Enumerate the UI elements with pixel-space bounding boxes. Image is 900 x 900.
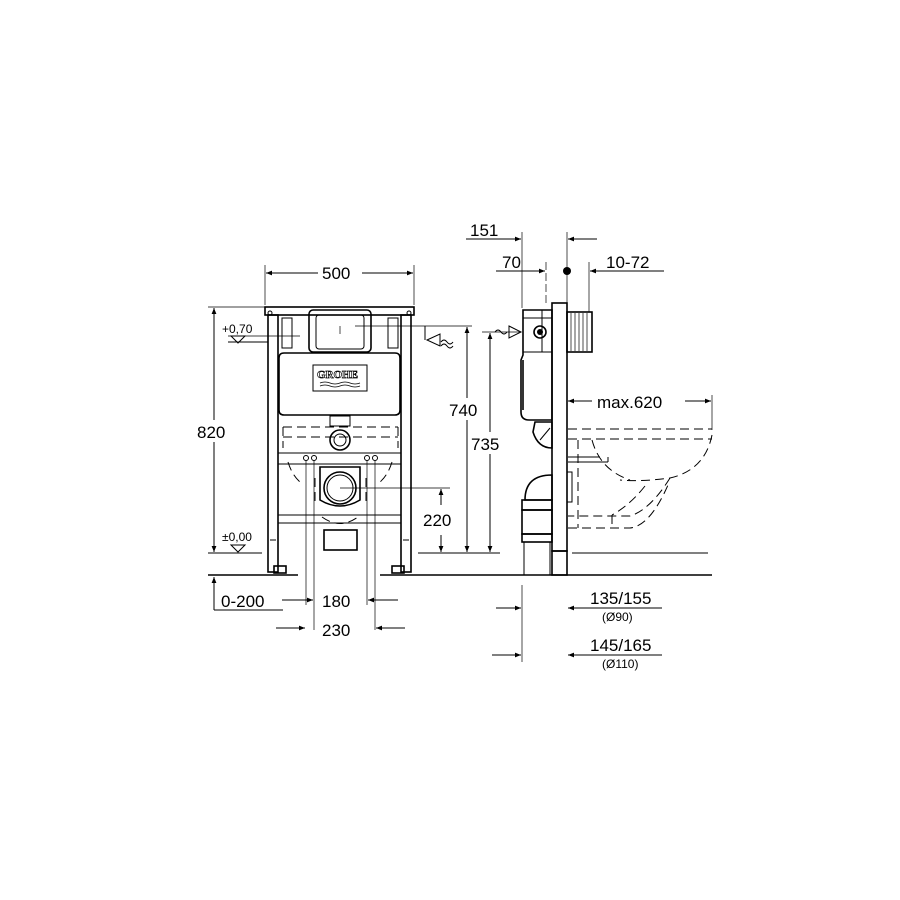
spacing-outer-label: 230: [322, 621, 350, 640]
max-projection-label: max.620: [597, 393, 662, 412]
depth-70-label: 70: [502, 253, 521, 272]
brand-logo: GROHE: [317, 369, 358, 381]
level-bottom-label: ±0,00: [222, 530, 252, 544]
reference-point-icon: [563, 267, 571, 275]
front-view: 500 GROHE: [196, 264, 500, 640]
drain-dia-110-label: (Ø110): [602, 657, 638, 671]
drain-offset-110-label: 145/165: [590, 636, 651, 655]
supply-height-a-label: 740: [449, 401, 477, 420]
drain-height-label: 220: [423, 511, 451, 530]
spacing-inner-label: 180: [322, 592, 350, 611]
drain-dia-90-label: (Ø90): [602, 610, 633, 624]
depth-151-label: 151: [470, 221, 498, 240]
width-label: 500: [322, 264, 350, 283]
level-top-label: +0,70: [222, 322, 253, 336]
height-label: 820: [197, 423, 225, 442]
adjust-label: 0-200: [221, 592, 264, 611]
adjust-10-72-label: 10-72: [606, 253, 649, 272]
side-view: 151 735: [415, 221, 713, 671]
supply-height-b-label: 735: [471, 435, 499, 454]
drain-offset-90-label: 135/155: [590, 589, 651, 608]
